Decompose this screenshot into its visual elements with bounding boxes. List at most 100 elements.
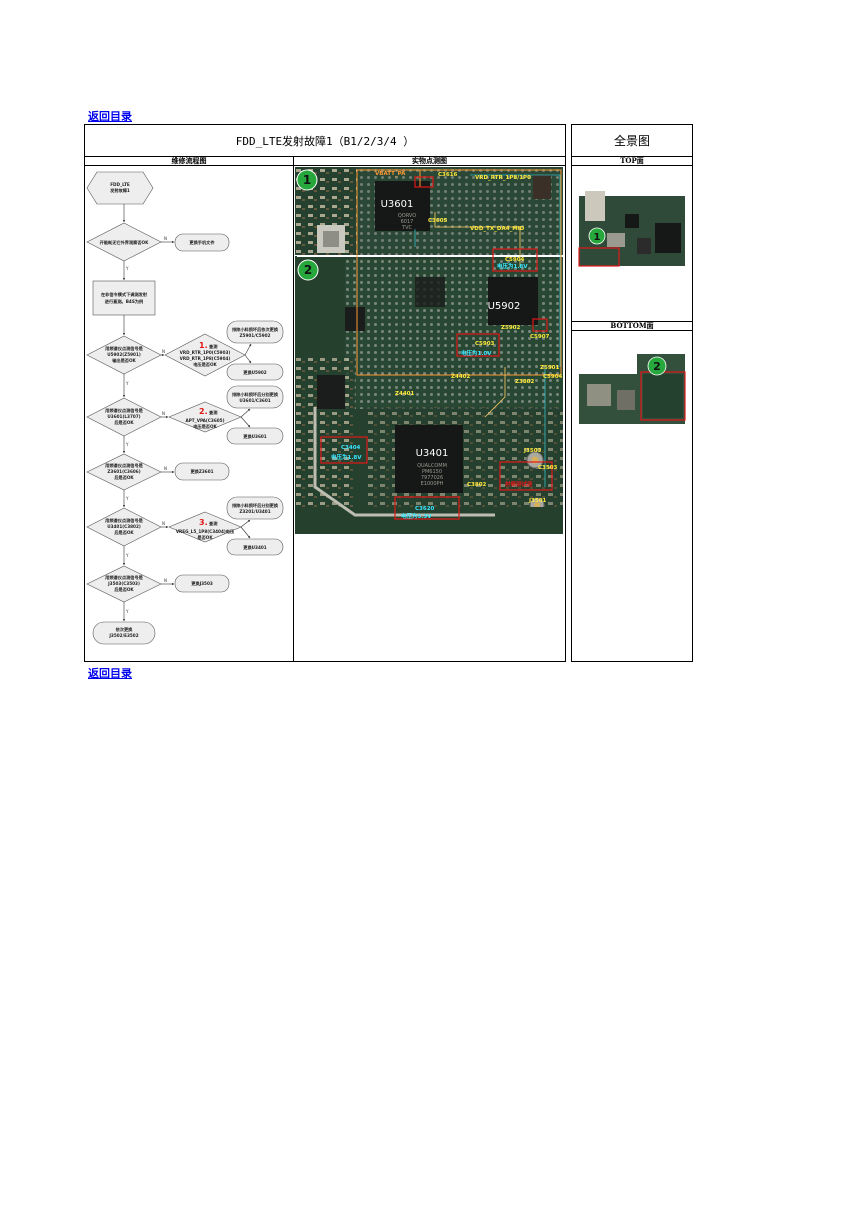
overview-marker-1 xyxy=(588,227,606,245)
overview-title-text: 全景图 xyxy=(613,134,650,148)
label-c5904-voltage: 电压为1.8V xyxy=(497,262,528,270)
overview-marker-2-number: 2 xyxy=(653,360,661,373)
flow-action-5b-text: 更换U3401 xyxy=(243,544,267,551)
flow-decision-3-line: 用频谱仪点测信号是 xyxy=(105,407,144,414)
overview-bottom-board: 2 xyxy=(579,354,686,424)
board-top-part xyxy=(585,191,605,221)
flow-branch-labels: N Y N Y N Y N Y N Y N Y xyxy=(125,236,167,614)
label-c5903: C5903 xyxy=(475,341,495,347)
flow-yes-label: Y xyxy=(125,442,129,447)
pcb-shield-frame xyxy=(313,407,495,517)
marker-2-circle xyxy=(297,259,319,281)
flow-action-2a-line: Z5901/C5902 xyxy=(240,333,271,338)
overview-marker-1-number: 1 xyxy=(594,232,601,243)
flow-decision-2-line: 用频谱仪点测信号是 xyxy=(105,345,144,352)
chip-u3401-print: E1000PH xyxy=(421,481,444,487)
rf-connector-j3501 xyxy=(534,502,540,508)
flow-yes-label: Y xyxy=(125,266,129,271)
overview-title: 全景图 xyxy=(571,124,693,157)
marker-box-c3404 xyxy=(320,436,368,464)
back-to-contents-link-top[interactable]: 返回目录 xyxy=(88,110,132,123)
chip-u3601-print: QORVO xyxy=(398,213,416,219)
back-to-contents-link-bottom[interactable]: 返回目录 xyxy=(88,667,132,680)
pcb-ic xyxy=(345,307,365,331)
flow-decision-2-line: 输出是否OK xyxy=(112,357,136,364)
fault-title-text: FDD_LTE发射故障1（B1/2/3/4 ） xyxy=(235,134,415,148)
flow-action-5a-line: 排除小料损坏后分别更换 xyxy=(232,502,279,509)
marker-box-c5903 xyxy=(456,333,500,357)
label-z5901: Z5901 xyxy=(540,365,559,371)
board-top-part xyxy=(637,238,651,254)
board-bottom-part xyxy=(643,374,683,418)
chip-u3601-print: TVC xyxy=(401,225,412,231)
flow-step-3-line: 是否OK xyxy=(196,534,213,541)
flow-action-5a xyxy=(226,496,284,520)
flow-action-3a-line: 排除小料损坏后分别更换 xyxy=(232,391,279,398)
flow-process-line: 在非信令模式下调测发射 xyxy=(101,291,148,298)
label-z4401: Z4401 xyxy=(395,391,414,397)
flow-step-2-line: APT_VPA(C3605) xyxy=(186,418,225,423)
label-vbatt-pa: VBATT_PA xyxy=(375,171,406,177)
chip-u3401-print: PM6150 xyxy=(422,469,442,475)
flow-yes-label: Y xyxy=(125,553,129,558)
flow-no-label: N xyxy=(164,578,167,583)
flow-step-1-number: 1. xyxy=(199,341,208,350)
label-rf-test-socket: 射频测试座 xyxy=(504,480,533,488)
flow-decision-5-line: 后是否OK xyxy=(114,529,134,536)
flow-step-2-number: 2. xyxy=(199,407,208,416)
label-z4402: Z4402 xyxy=(451,374,470,380)
overview-region-1 xyxy=(578,247,620,267)
flow-no-label: N xyxy=(162,521,165,526)
flow-action-2b xyxy=(226,363,284,381)
marker-box-c5907 xyxy=(532,318,548,332)
label-vrd-rtr: VRD_RTR_1P8/1P0 xyxy=(475,175,531,181)
flow-step-1-line: 电压是否OK xyxy=(193,361,217,368)
flow-no-label: N xyxy=(164,466,167,471)
chip-u3401 xyxy=(395,425,463,493)
flow-decision-4-line: 后是否OK xyxy=(114,474,134,481)
flow-action-6-text: 更换J3503 xyxy=(191,580,213,587)
flow-no-label: N xyxy=(162,411,165,416)
flow-action-3a-line: U3601/C3601 xyxy=(239,398,270,403)
flow-action-3a xyxy=(226,385,284,409)
marker-1-circle xyxy=(296,169,318,191)
chip-u5902 xyxy=(488,277,538,325)
label-c5904-small: C5904 xyxy=(543,374,563,380)
label-c3404-voltage: 电压为1.8V xyxy=(331,453,362,461)
overview-marker-2 xyxy=(647,356,667,376)
flow-step-1 xyxy=(164,333,246,377)
flow-step-1-line: VRD_RTR_1P8(C5904) xyxy=(180,356,231,361)
flow-decision-6-line: 用频谱仪点测信号是 xyxy=(105,574,144,581)
flow-process-line: 进行直测。B4S为例 xyxy=(105,298,143,305)
flow-action-3b-text: 更换U3601 xyxy=(243,433,267,440)
flow-step-1-label: 查测 xyxy=(208,343,217,350)
pcb-ic xyxy=(415,277,445,307)
flow-start-node xyxy=(86,171,154,205)
flow-action-3b xyxy=(226,427,284,445)
label-c3605: C3605 xyxy=(428,218,448,224)
label-j3501: J3501 xyxy=(528,498,547,504)
marker-box-c5904 xyxy=(492,248,538,272)
flow-yes-label: Y xyxy=(125,609,129,614)
flow-end-node xyxy=(92,621,156,645)
flow-action-5a-line: Z3201/U3401 xyxy=(239,509,270,514)
marker-1-number: 1 xyxy=(303,173,311,187)
flow-start-line: FDD_LTE xyxy=(110,182,130,187)
label-c3620-voltage: 电压为3.3V xyxy=(401,512,432,520)
flow-action-2a-line: 排除小料损坏后依次更换 xyxy=(232,326,279,333)
marker-box-vbatt xyxy=(414,176,434,188)
flow-action-5b xyxy=(226,538,284,556)
label-z5902: Z5902 xyxy=(501,325,520,331)
label-c5903-voltage: 电压为1.0V xyxy=(461,349,492,357)
board-bottom-part xyxy=(587,384,611,406)
flow-decision-5-line: 用频谱仪点测信号是 xyxy=(105,517,144,524)
label-c5904: C5904 xyxy=(505,257,525,263)
label-z3802: Z3802 xyxy=(515,379,534,385)
flow-step-1-line: VRD_RTR_1P0(C5903) xyxy=(180,350,231,355)
marker-box-c3620 xyxy=(394,496,460,520)
pcb-shield-clip xyxy=(323,231,339,247)
flow-action-2b-text: 更换U5902 xyxy=(243,369,267,376)
overview-top-board: 1 xyxy=(578,191,685,267)
flow-process-1 xyxy=(92,280,156,316)
label-c3802: C3802 xyxy=(467,482,487,488)
